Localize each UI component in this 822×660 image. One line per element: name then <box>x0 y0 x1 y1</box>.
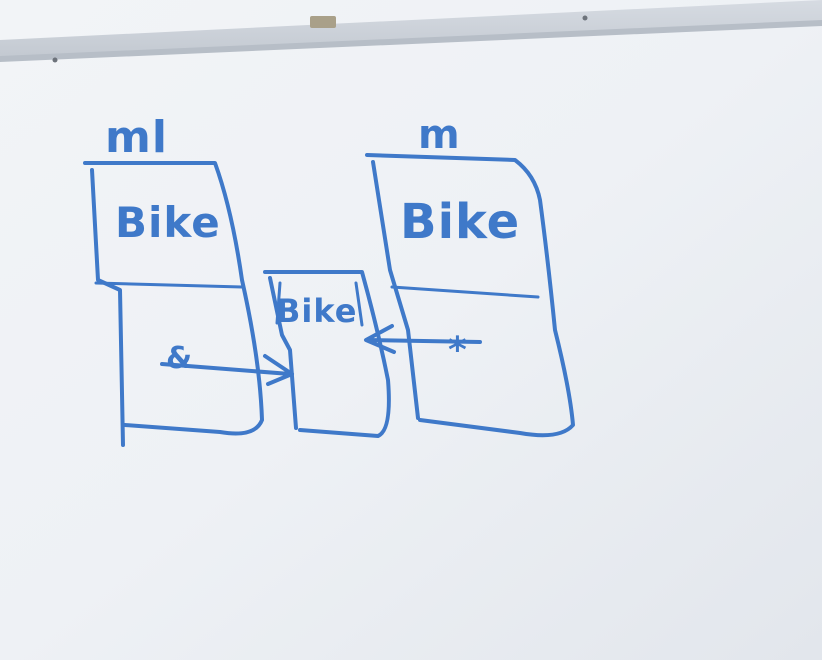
right-box-text: Bike <box>400 194 520 250</box>
left-box-outline <box>83 161 264 447</box>
left-heading-label: ml <box>105 112 168 163</box>
middle-box-outline <box>263 270 391 438</box>
left-pointer-mark: & <box>166 341 193 376</box>
right-heading-label: m <box>418 112 461 158</box>
right-box-outline <box>365 153 575 438</box>
left-box-divider <box>94 281 244 289</box>
frame-screw <box>582 15 588 21</box>
middle-box-bracket <box>275 281 364 327</box>
right-box-divider <box>390 285 540 299</box>
frame-screw <box>52 57 58 63</box>
left-box-text: Bike <box>115 198 221 247</box>
middle-box-text: Bike <box>276 292 357 330</box>
right-arrow <box>364 324 482 354</box>
whiteboard-top-frame <box>0 0 822 58</box>
right-pointer-mark: * <box>448 330 468 371</box>
rail-clip <box>310 16 336 28</box>
